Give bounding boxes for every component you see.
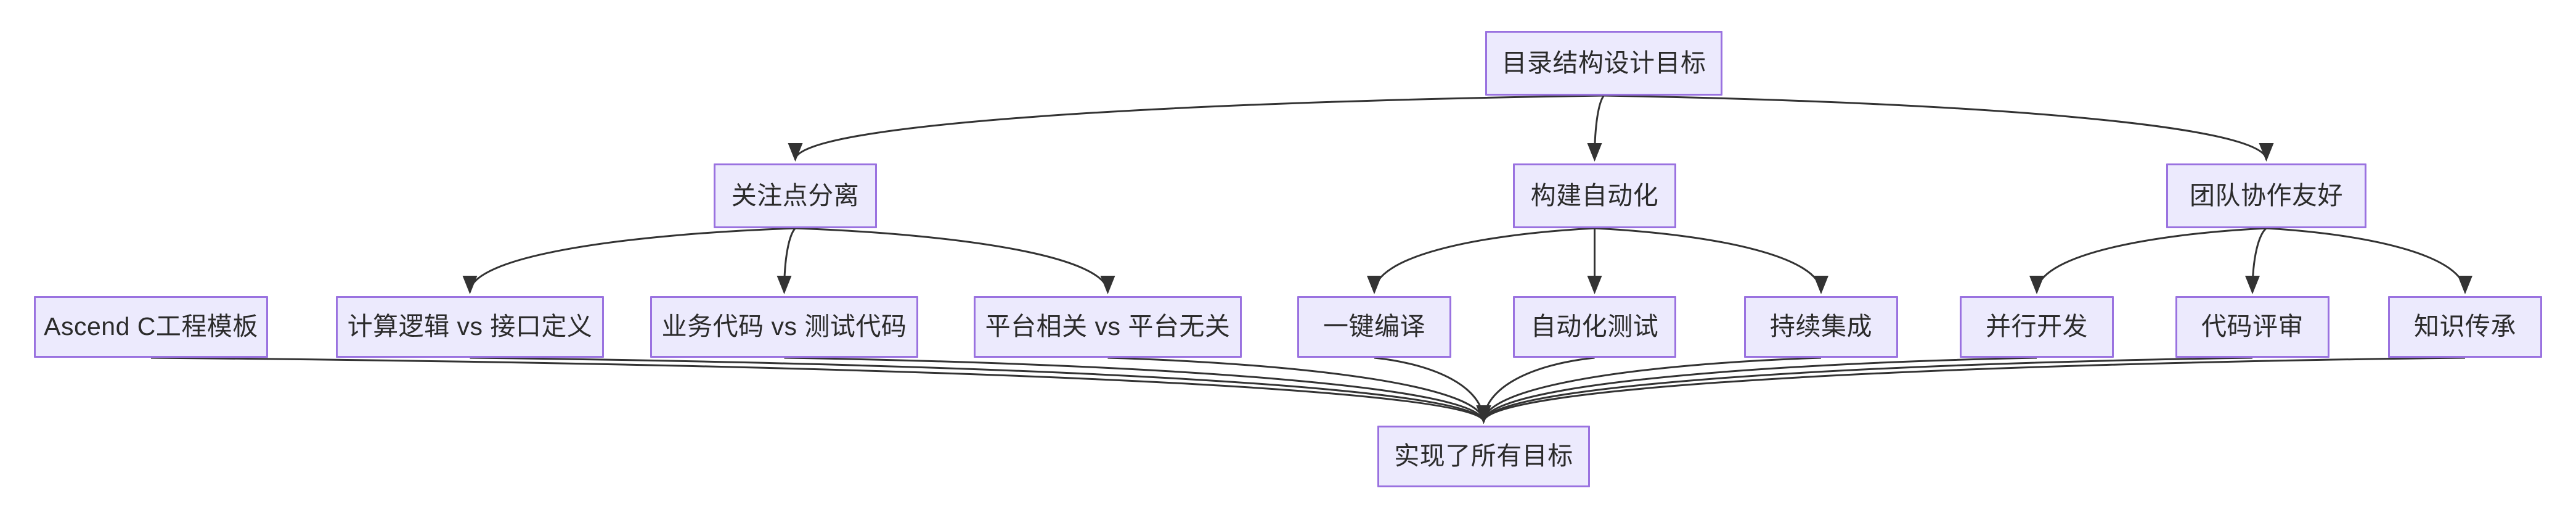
flow-node-l2c[interactable]: 团队协作友好 [2166,163,2366,228]
flow-node-leaf9[interactable]: 代码评审 [2175,296,2329,358]
flow-node-label: 团队协作友好 [2190,181,2343,210]
flow-node-leaf3[interactable]: 业务代码 vs 测试代码 [650,296,918,358]
flow-edge-leaf3-to-final [784,357,1491,424]
flow-edge-root-to-l2a [788,94,1604,162]
flow-node-label: 持续集成 [1770,312,1872,341]
flow-node-leaf8[interactable]: 并行开发 [1960,296,2114,358]
flow-node-leaf1[interactable]: Ascend C工程模板 [34,296,268,358]
flow-node-label: 代码评审 [2201,312,2304,341]
flow-node-label: 平台相关 vs 平台无关 [985,312,1231,341]
edges-group [150,94,2472,424]
flow-edge-l2c-to-leaf8 [2029,227,2267,294]
flow-edge-l2a-to-leaf3 [776,227,796,294]
flow-edge-l2b-to-leaf7 [1594,227,1828,294]
flow-node-label: 关注点分离 [731,181,860,210]
flow-edge-leaf4-to-final [1107,357,1491,424]
flow-node-l2a[interactable]: 关注点分离 [714,163,877,228]
flow-node-leaf10[interactable]: 知识传承 [2388,296,2542,358]
flow-edge-leaf1-to-final [150,357,1491,424]
flow-node-label: 计算逻辑 vs 接口定义 [347,312,593,341]
flow-node-l2b[interactable]: 构建自动化 [1513,163,1676,228]
flow-edge-l2a-to-leaf2 [462,227,796,294]
flow-node-label: 业务代码 vs 测试代码 [661,312,907,341]
flow-node-final[interactable]: 实现了所有目标 [1377,426,1590,487]
flow-node-label: 构建自动化 [1530,181,1659,210]
flow-node-label: 知识传承 [2414,312,2516,341]
flow-node-leaf5[interactable]: 一键编译 [1297,296,1451,358]
flow-edge-leaf7-to-final [1476,357,1822,424]
flow-edge-l2b-to-leaf5 [1367,227,1595,294]
flow-node-label: 实现了所有目标 [1394,442,1573,471]
flow-node-label: 一键编译 [1323,312,1425,341]
flow-edge-root-to-l2c [1604,94,2274,162]
flow-edge-root-to-l2b [1587,95,1605,162]
flow-edge-leaf8-to-final [1476,357,2037,424]
flow-edge-l2c-to-leaf9 [2245,227,2267,294]
flow-edge-l2c-to-leaf10 [2266,227,2472,294]
flow-node-label: Ascend C工程模板 [44,312,258,341]
flow-edge-leaf10-to-final [1476,357,2466,424]
flow-edge-leaf6-to-final [1476,357,1595,424]
flow-node-leaf6[interactable]: 自动化测试 [1513,296,1676,358]
flow-node-leaf7[interactable]: 持续集成 [1744,296,1898,358]
flow-node-label: 目录结构设计目标 [1501,48,1706,77]
flow-edge-leaf2-to-final [470,357,1491,424]
flow-edge-leaf9-to-final [1476,357,2253,424]
flow-node-leaf4[interactable]: 平台相关 vs 平台无关 [974,296,1242,358]
flow-edge-l2a-to-leaf4 [795,227,1115,294]
flow-node-root[interactable]: 目录结构设计目标 [1485,31,1722,96]
flow-edge-leaf5-to-final [1374,357,1491,424]
flow-node-label: 自动化测试 [1530,312,1659,341]
flow-node-leaf2[interactable]: 计算逻辑 vs 接口定义 [336,296,604,358]
flow-node-label: 并行开发 [1986,312,2088,341]
